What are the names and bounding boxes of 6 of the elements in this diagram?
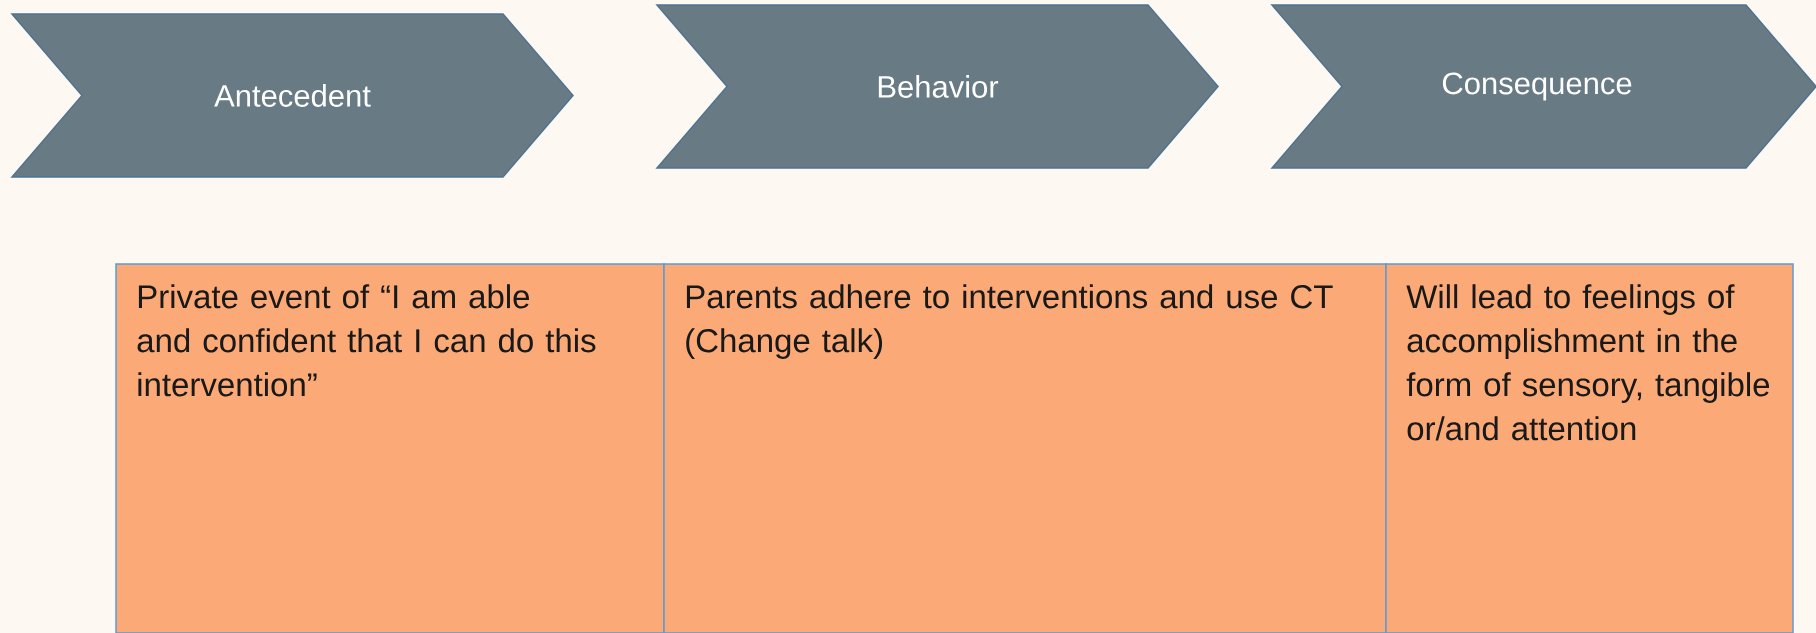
chevron: Behavior <box>655 4 1219 169</box>
table-cell: Will lead to feelings of accomplishment in the form of sensory, tangible or/and attention <box>1385 263 1794 633</box>
chevron: Antecedent <box>10 13 574 178</box>
table-cell: Private event of “I am able and confident that I can do this intervention” <box>115 263 665 633</box>
table-cell: Parents adhere to interventions and use CT (Change talk) <box>663 263 1387 633</box>
chevron: Consequence <box>1270 4 1816 169</box>
